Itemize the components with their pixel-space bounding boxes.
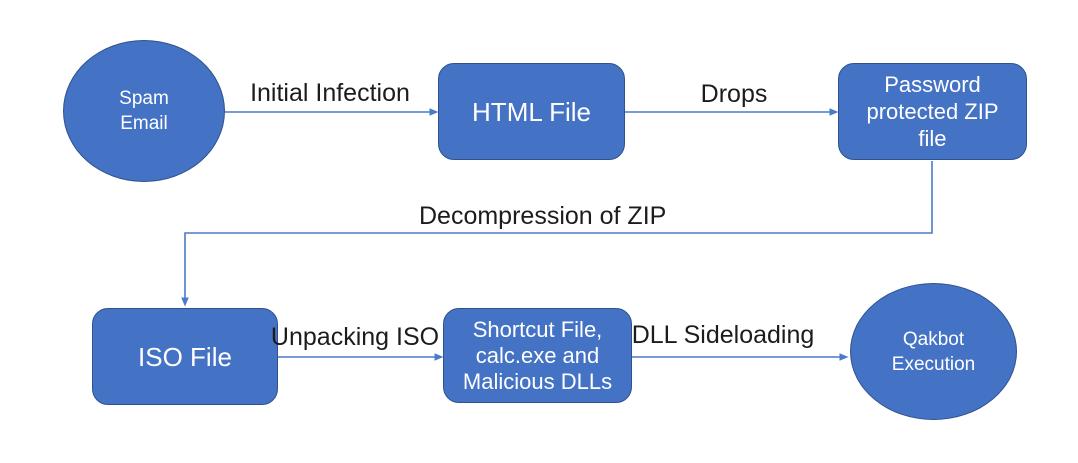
edge-label-decompression-of-zip: Decompression of ZIP (419, 202, 667, 230)
node-shortcut-files: Shortcut File, calc.exe and Malicious DL… (443, 308, 632, 403)
node-qakbot-execution: Qakbot Execution (850, 283, 1017, 420)
node-iso-file-label: ISO File (138, 341, 232, 372)
node-spam-email-label: Spam Email (119, 88, 169, 134)
connector-decompression-of-zip (181, 161, 933, 307)
node-password-zip-label: Password protected ZIP file (866, 72, 999, 151)
edge-label-initial-infection: Initial Infection (250, 79, 410, 107)
node-qakbot-execution-label: Qakbot Execution (891, 328, 976, 375)
node-html-file-label: HTML File (472, 96, 591, 127)
node-shortcut-files-label: Shortcut File, calc.exe and Malicious DL… (462, 316, 613, 394)
node-spam-email: Spam Email (63, 40, 225, 182)
node-html-file: HTML File (438, 63, 625, 160)
edge-label-unpacking-iso: Unpacking ISO (270, 323, 440, 351)
node-iso-file: ISO File (92, 308, 278, 405)
edge-label-drops: Drops (700, 80, 768, 108)
edge-label-dll-sideloading: DLL Sideloading (631, 321, 815, 349)
node-password-zip: Password protected ZIP file (838, 63, 1027, 160)
